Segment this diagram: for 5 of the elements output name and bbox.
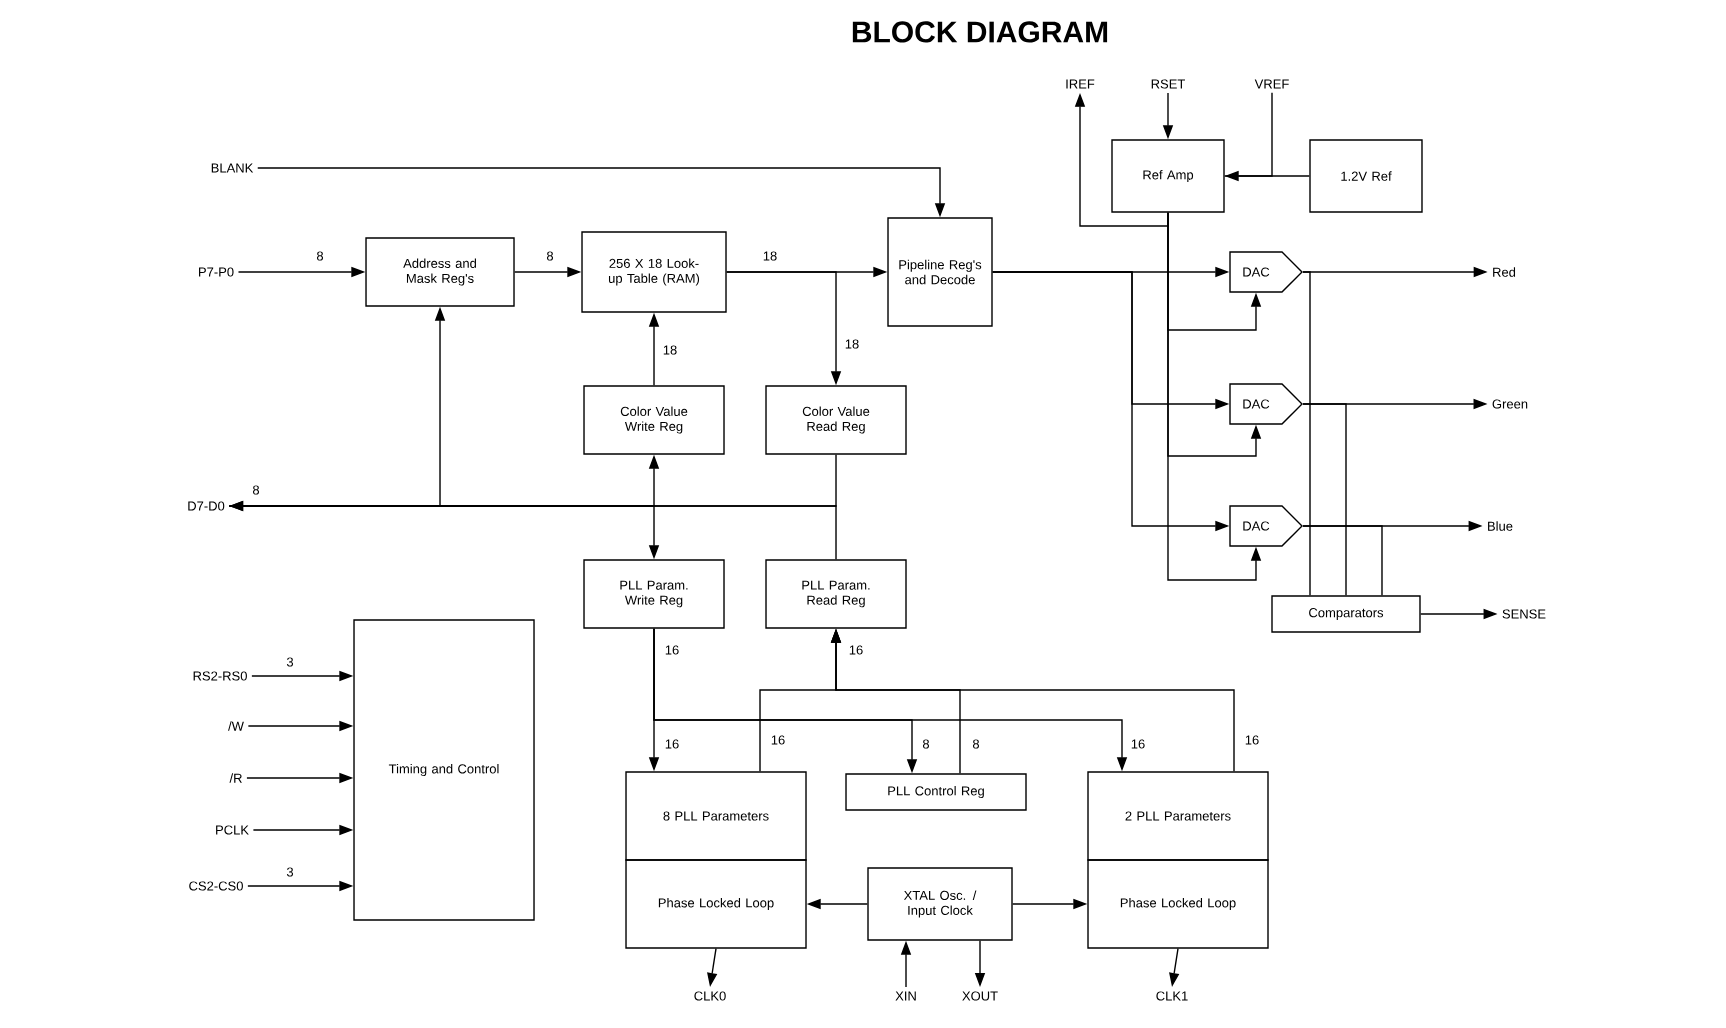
connector: [1224, 92, 1273, 177]
connector: [1302, 271, 1311, 596]
connector: [1302, 525, 1383, 596]
connector: [1302, 403, 1347, 596]
title: BLOCK DIAGRAM: [852, 21, 1108, 43]
